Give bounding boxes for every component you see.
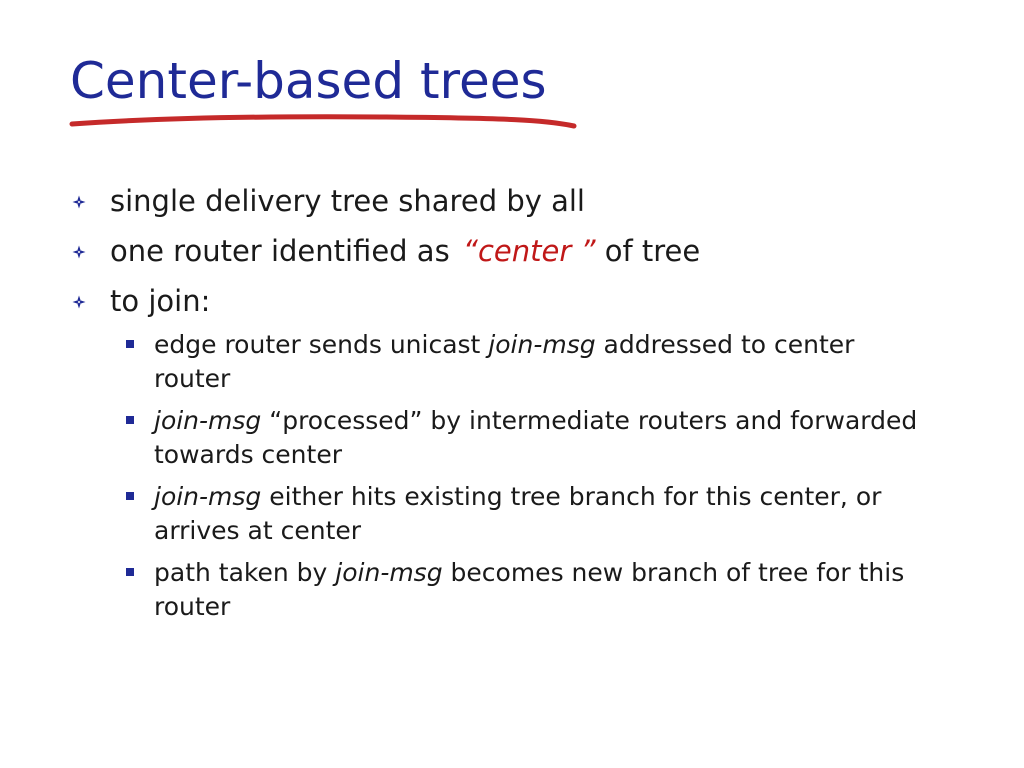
title-underline — [69, 114, 577, 129]
diamond-bullet-icon — [72, 245, 86, 259]
sub-bullet-text: path taken by — [154, 558, 336, 587]
bullet-item: one router identified as “center ” of tr… — [72, 234, 972, 268]
sub-bullet-item: path taken by join-msg becomes new branc… — [110, 556, 934, 624]
square-bullet-icon — [126, 340, 134, 348]
join-msg-term: join-msg — [335, 558, 443, 587]
bullet-text: to join: — [110, 284, 211, 318]
sub-bullet-text: edge router sends unicast — [154, 330, 489, 359]
center-term: center — [477, 234, 572, 268]
sub-bullet-item: edge router sends unicast join-msg addre… — [110, 328, 934, 396]
join-msg-term: join-msg — [154, 406, 262, 435]
join-msg-term: join-msg — [488, 330, 596, 359]
sub-bullet-text-after: either hits existing tree branch for thi… — [154, 482, 882, 545]
bullet-item: to join: edge router sends unicast join-… — [72, 284, 972, 624]
open-quote: “ — [462, 234, 478, 268]
bullet-list: single delivery tree shared by all one r… — [72, 184, 972, 640]
diamond-bullet-icon — [72, 195, 86, 209]
square-bullet-icon — [126, 568, 134, 576]
close-quote: ” — [580, 234, 596, 268]
bullet-text: one router identified as — [110, 234, 450, 268]
square-bullet-icon — [126, 416, 134, 424]
sub-bullet-text-after: “processed” by intermediate routers and … — [154, 406, 918, 469]
bullet-text: single delivery tree shared by all — [110, 184, 585, 218]
diamond-bullet-icon — [72, 295, 86, 309]
bullet-text-after: of tree — [604, 234, 701, 268]
sub-bullet-text-after: addressed to center router — [154, 330, 855, 393]
sub-bullet-text-after: becomes new branch of tree for this rout… — [154, 558, 905, 621]
sub-bullet-item: join-msg “processed” by intermediate rou… — [110, 404, 934, 472]
bullet-item: single delivery tree shared by all — [72, 184, 972, 218]
slide-title: Center-based trees — [70, 52, 547, 110]
square-bullet-icon — [126, 492, 134, 500]
join-msg-term: join-msg — [154, 482, 262, 511]
sub-bullet-item: join-msg either hits existing tree branc… — [110, 480, 934, 548]
sub-bullet-list: edge router sends unicast join-msg addre… — [110, 328, 972, 624]
